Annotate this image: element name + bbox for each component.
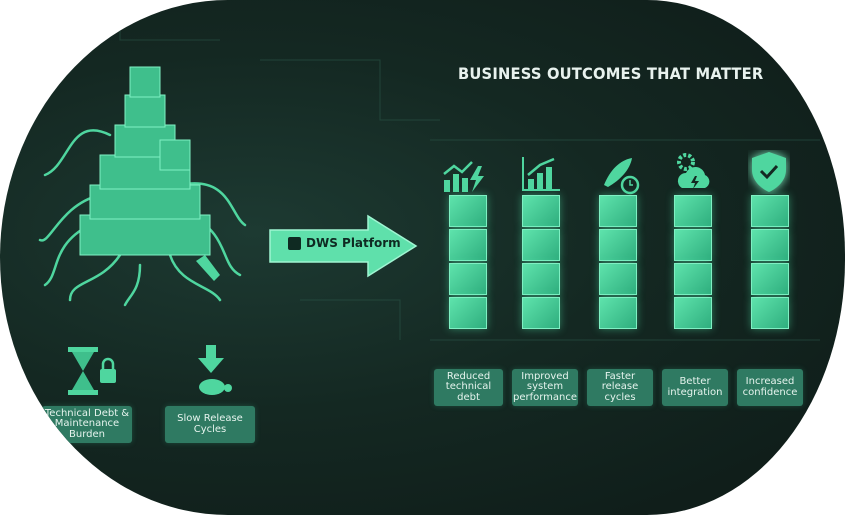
outcome-label-system-performance: Improved system performance (512, 369, 578, 406)
chart-lightning-icon (443, 161, 484, 192)
outcome-column-5 (745, 195, 795, 331)
hourglass-lock-icon (68, 347, 116, 395)
shield-check-icon (752, 152, 786, 192)
turtle-down-arrow-icon (198, 345, 232, 395)
gear-cloud-icon (677, 153, 710, 189)
outcome-label-better-integration: Better integration (662, 369, 728, 406)
problem-label-slow-release: Slow Release Cycles (165, 406, 255, 443)
right-arrow (269, 214, 418, 278)
outcome-column-4 (668, 195, 718, 331)
outcome-label-reduced-debt: Reduced technical debt (434, 369, 503, 406)
page-title: BUSINESS OUTCOMES THAT MATTER (458, 64, 764, 83)
rocket-clock-icon (604, 158, 640, 195)
outcome-label-faster-release: Faster release cycles (587, 369, 653, 406)
problem-label-technical-debt: Technical Debt & Maintenance Burden (42, 406, 132, 443)
outcome-label-increased-confidence: Increased confidence (737, 369, 803, 406)
growth-chart-icon (522, 157, 560, 191)
arrow-label: DWS Platform (306, 236, 401, 250)
outcome-column-3 (593, 195, 643, 331)
outcome-column-2 (516, 195, 566, 331)
tangled-legacy-tower-icon (38, 66, 247, 307)
outcome-column-1 (443, 195, 493, 331)
dws-logo-icon (288, 237, 301, 250)
